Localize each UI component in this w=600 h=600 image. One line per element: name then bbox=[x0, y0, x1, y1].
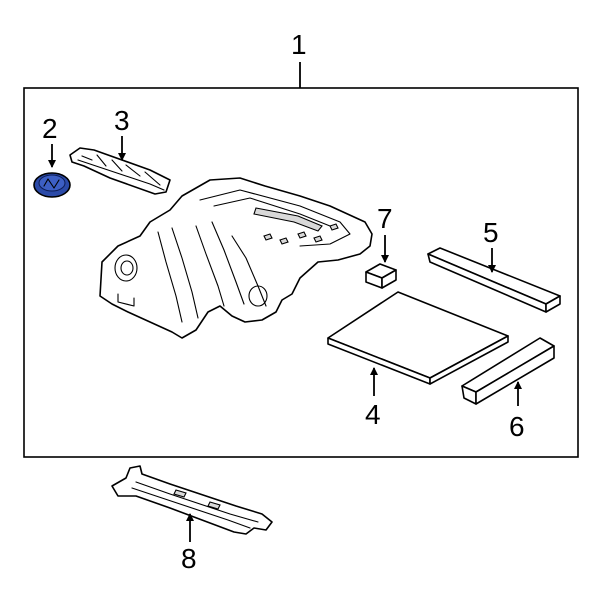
part-4-panel-top[interactable] bbox=[327, 291, 509, 379]
part-2-plug-detail bbox=[43, 178, 60, 189]
floor-pan-rib-3 bbox=[195, 225, 225, 307]
part-3-bracket-flange bbox=[77, 159, 165, 191]
floor-pan-well-left bbox=[114, 254, 138, 282]
part-8-reinforcement-channel bbox=[135, 481, 259, 523]
part-4-panel-edge-right bbox=[429, 335, 509, 385]
floor-pan-notch bbox=[117, 293, 135, 307]
floor-pan-tunnel-inner bbox=[213, 197, 336, 229]
part-7-pad-side-right bbox=[381, 269, 397, 289]
callout-2[interactable]: 2 bbox=[42, 113, 58, 144]
part-8-reinforcement-slot bbox=[173, 489, 187, 498]
part-5-strip-end bbox=[545, 295, 561, 313]
callout-7[interactable]: 7 bbox=[377, 203, 393, 234]
floor-pan[interactable] bbox=[99, 177, 373, 339]
part-8-reinforcement[interactable] bbox=[111, 465, 273, 535]
floor-pan-rib-4 bbox=[211, 221, 245, 305]
part-4-panel[interactable] bbox=[327, 291, 509, 385]
assembly-frame bbox=[23, 87, 579, 458]
floor-pan-well-right bbox=[248, 285, 268, 307]
part-8-reinforcement-slot-2 bbox=[207, 501, 221, 510]
callout-4[interactable]: 4 bbox=[365, 399, 381, 430]
part-8-reinforcement-body[interactable] bbox=[111, 465, 273, 535]
floor-pan-hole-3 bbox=[329, 223, 339, 231]
part-6-block[interactable] bbox=[461, 337, 555, 405]
floor-pan-rib-5 bbox=[231, 235, 267, 307]
callout-1[interactable]: 1 bbox=[291, 29, 307, 60]
floor-pan-rib-1 bbox=[157, 231, 183, 323]
callout-3[interactable]: 3 bbox=[114, 105, 130, 136]
floor-pan-body[interactable] bbox=[99, 177, 373, 339]
floor-pan-hole-1 bbox=[297, 231, 307, 239]
floor-pan-hole-4 bbox=[263, 233, 273, 241]
part-2-plug-top bbox=[38, 174, 66, 192]
part-5-strip-top[interactable] bbox=[427, 247, 561, 305]
part-7-pad[interactable] bbox=[365, 263, 397, 289]
part-3-bracket-detail bbox=[81, 154, 161, 186]
part-3-bracket[interactable] bbox=[69, 147, 171, 195]
floor-pan-hole-2 bbox=[313, 235, 323, 243]
part-8-reinforcement-channel-2 bbox=[131, 487, 251, 529]
floor-pan-tunnel bbox=[199, 189, 351, 247]
part-2-plug[interactable] bbox=[33, 172, 71, 198]
part-3-bracket-body[interactable] bbox=[69, 147, 171, 195]
floor-pan-rib-2 bbox=[171, 227, 199, 319]
callout-8[interactable]: 8 bbox=[181, 543, 197, 574]
floor-pan-hole-5 bbox=[279, 237, 289, 245]
callout-5[interactable]: 5 bbox=[483, 217, 499, 248]
callout-6[interactable]: 6 bbox=[509, 411, 525, 442]
floor-pan-slot bbox=[253, 207, 323, 232]
part-6-block-front bbox=[475, 345, 555, 405]
floor-pan-well-left-inner bbox=[120, 260, 134, 276]
part-5-strip[interactable] bbox=[427, 247, 561, 313]
